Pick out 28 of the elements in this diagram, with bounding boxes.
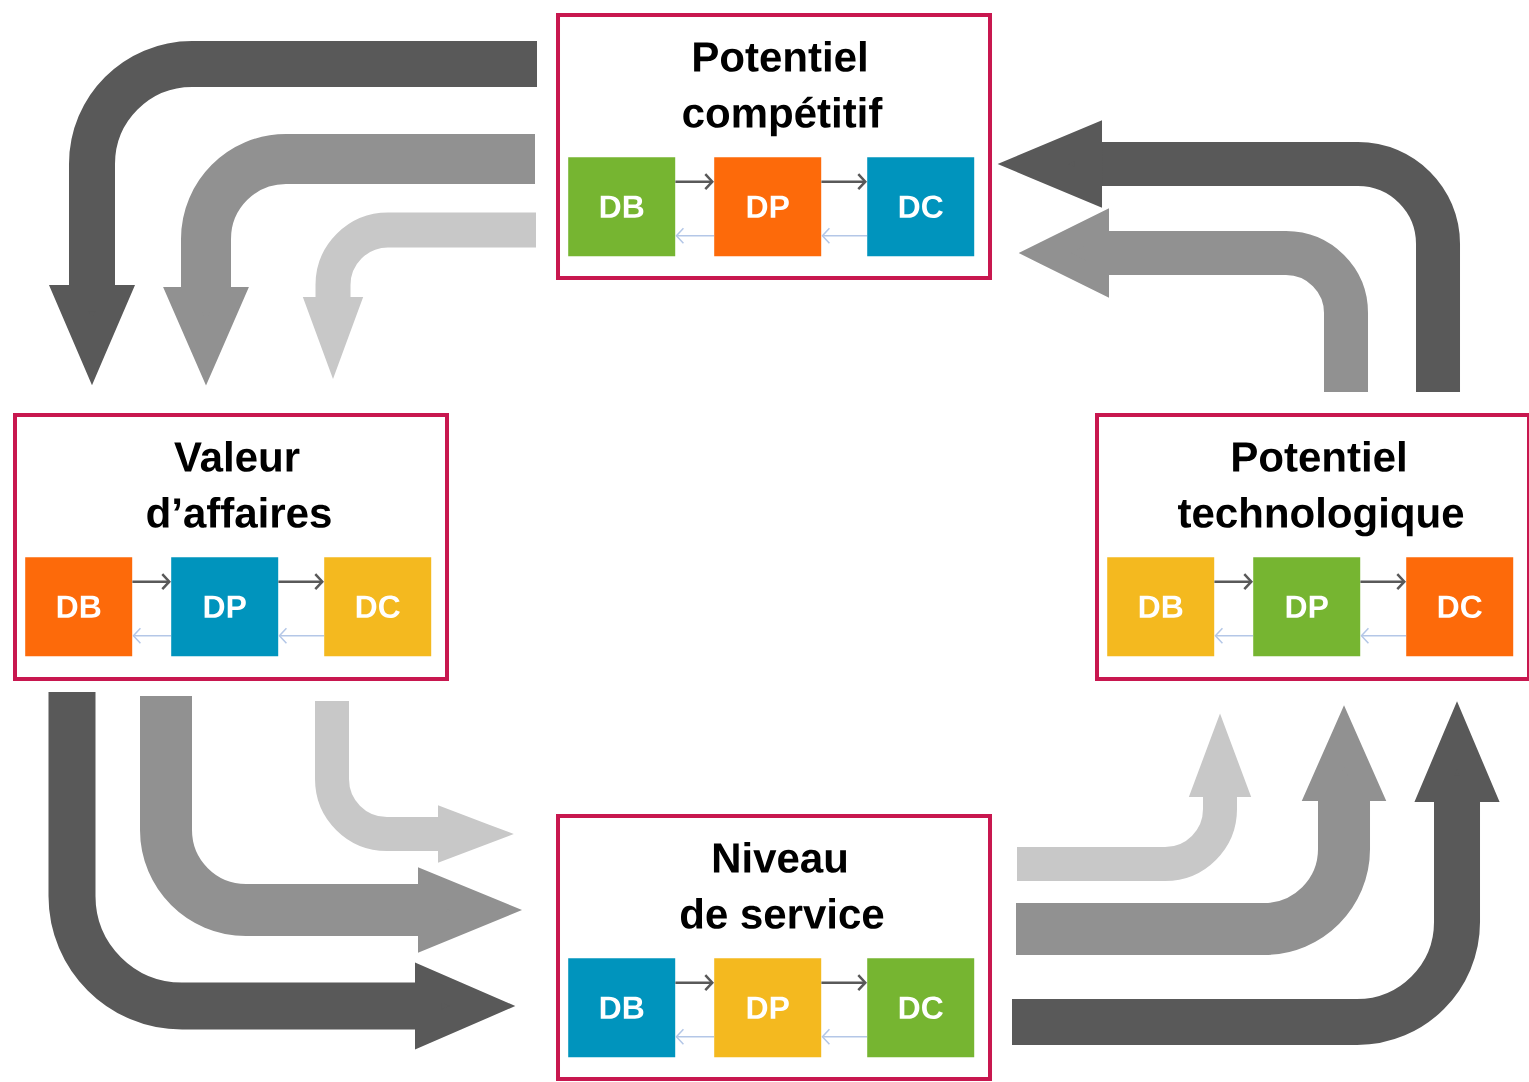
arrow [675, 974, 714, 992]
arrow [675, 173, 714, 191]
step-box: DC [324, 557, 432, 657]
step-box: DP [714, 958, 822, 1058]
step-box: DC [867, 157, 975, 257]
arrow [132, 627, 172, 644]
arrow [1214, 573, 1254, 591]
arrow [1360, 573, 1407, 591]
arrow [675, 227, 715, 244]
arrow [132, 573, 171, 591]
arrow [1214, 627, 1254, 644]
step-box: DP [714, 157, 822, 257]
arrow [675, 1028, 715, 1045]
arrow [278, 573, 324, 591]
step-box: DB [25, 557, 133, 657]
arrow [278, 627, 325, 644]
step-box: DP [171, 557, 279, 657]
step-box: DC [1406, 557, 1514, 657]
arrow [821, 1028, 868, 1045]
step-box: DB [1107, 557, 1215, 657]
arrow [821, 173, 867, 191]
arrow [1360, 627, 1407, 644]
step-box: DB [568, 958, 676, 1058]
arrow [821, 974, 867, 992]
arrow [821, 227, 868, 244]
step-box: DB [568, 157, 676, 257]
step-box: DC [867, 958, 975, 1058]
step-box: DP [1253, 557, 1361, 657]
